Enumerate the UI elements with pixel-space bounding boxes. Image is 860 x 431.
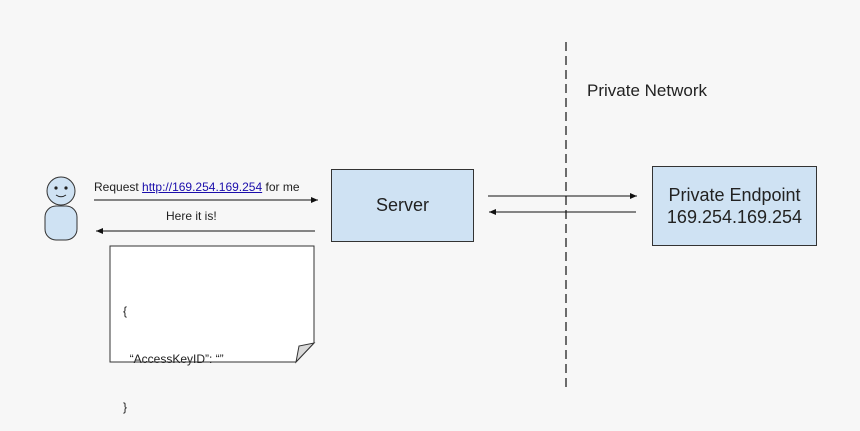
private-endpoint-box: Private Endpoint 169.254.169.254 <box>652 166 817 246</box>
document-icon <box>109 245 316 364</box>
endpoint-title: Private Endpoint <box>668 185 801 205</box>
request-suffix: for me <box>265 180 300 194</box>
private-network-label: Private Network <box>587 81 707 100</box>
json-document-text: { “AccessKeyID”: “” } <box>123 271 224 431</box>
request-label: Request http://169.254.169.254 for me <box>94 180 300 194</box>
reply-label: Here it is! <box>166 209 217 223</box>
endpoint-ip: 169.254.169.254 <box>666 207 803 227</box>
request-prefix: Request <box>94 180 139 194</box>
request-url-link[interactable]: http://169.254.169.254 <box>142 180 263 194</box>
json-line: } <box>123 400 128 414</box>
server-box: Server <box>331 169 474 242</box>
json-line: “AccessKeyID”: “” <box>123 352 224 366</box>
server-label: Server <box>375 195 429 215</box>
user-icon <box>44 176 78 241</box>
json-line: { <box>123 304 128 318</box>
